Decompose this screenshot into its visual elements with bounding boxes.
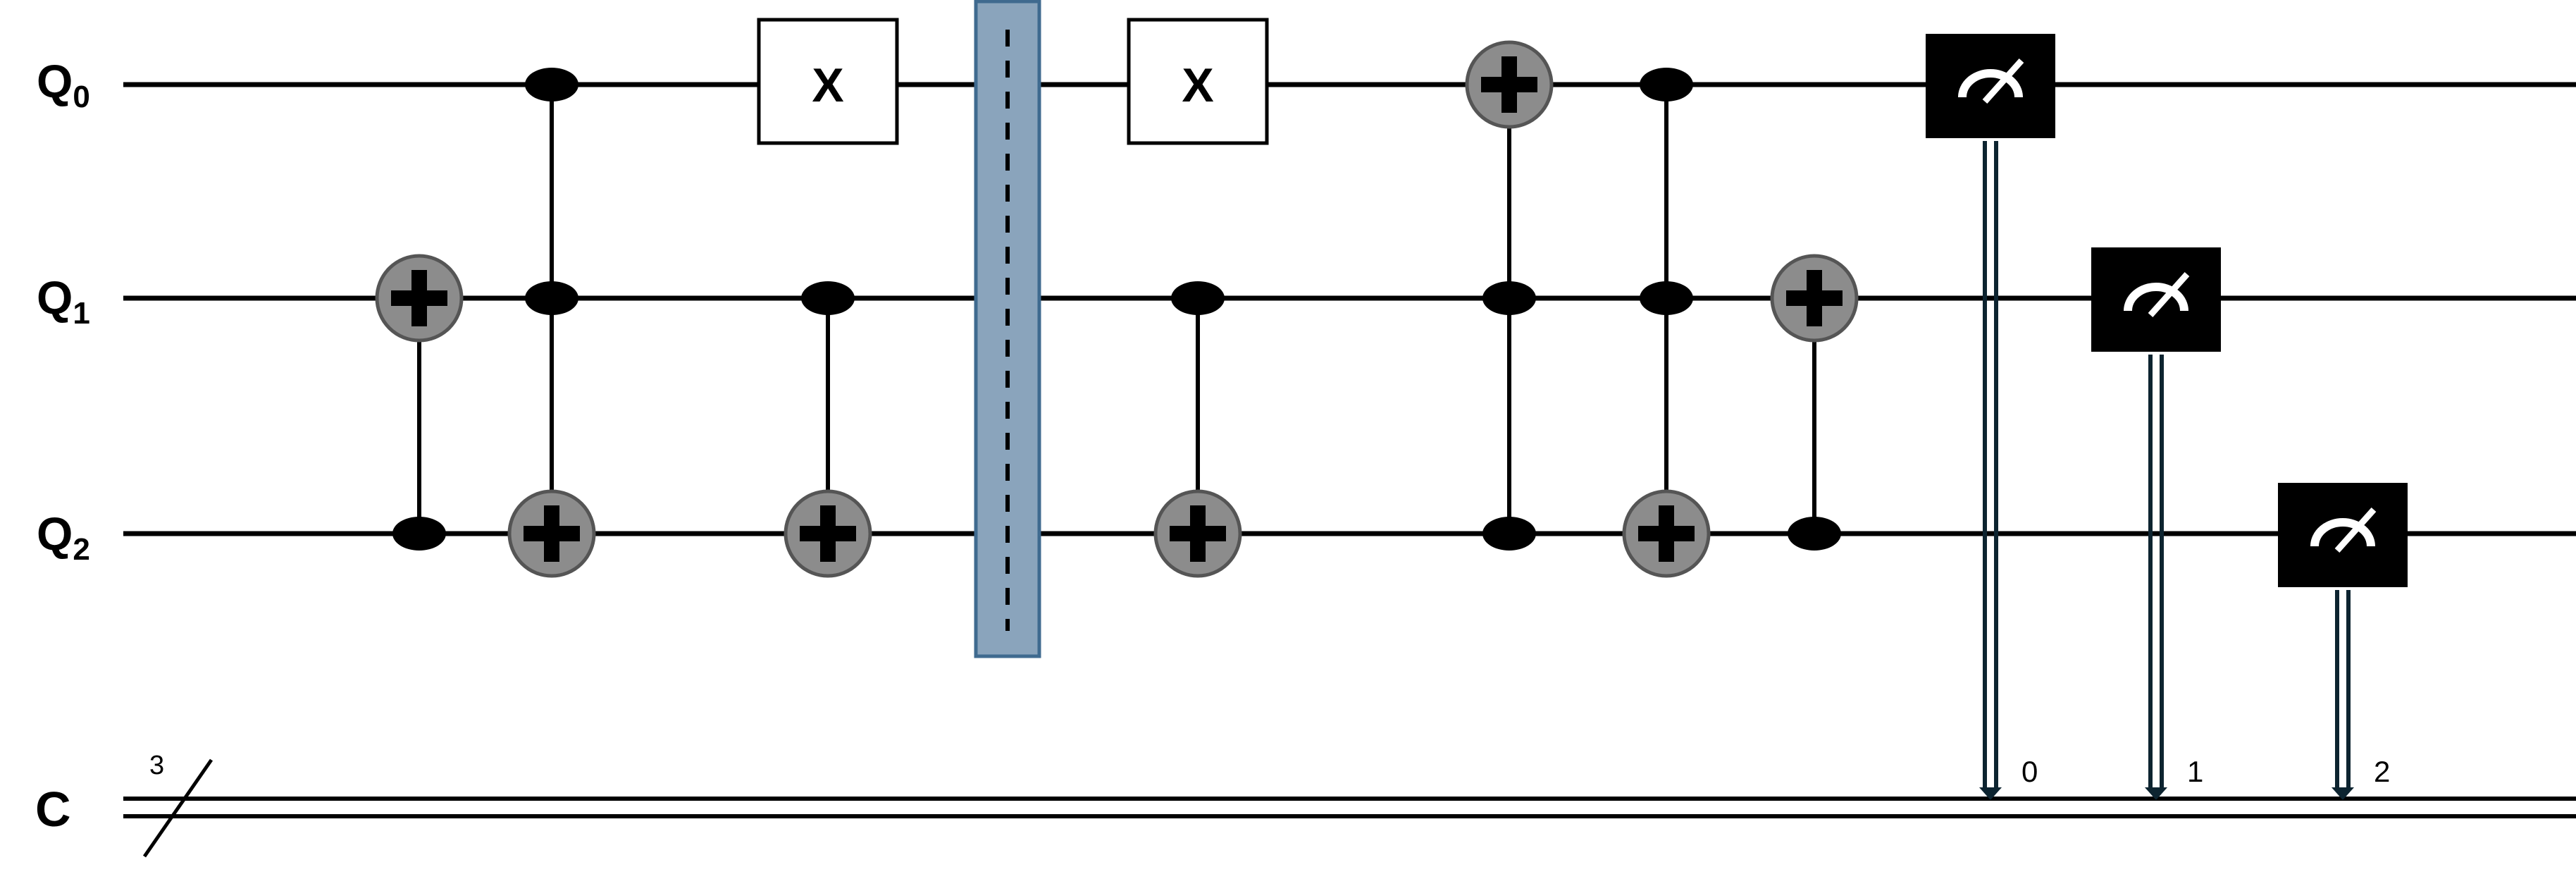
toffoli-gate-8 (1622, 68, 1711, 578)
meter-needle-icon (2148, 271, 2190, 318)
target-plus-horizontal (1786, 290, 1843, 306)
measure-arrowhead (2145, 787, 2167, 800)
control-dot (801, 281, 855, 315)
gates: X X 0 1 2 (375, 0, 2408, 800)
qubit-label-q2: Q2 (37, 508, 90, 567)
meter-arc-icon (1958, 69, 2023, 98)
target-plus-horizontal (800, 526, 856, 541)
control-dot (525, 281, 578, 315)
cnot-gate-9 (1770, 254, 1859, 551)
target-plus-horizontal (1481, 77, 1537, 92)
measure-box (2091, 247, 2221, 352)
classical-width-label: 3 (149, 751, 164, 780)
meter-needle-icon (2334, 507, 2377, 553)
measure-arrowhead (2332, 787, 2354, 800)
cnot-gate-3 (784, 281, 872, 578)
target-plus-icon (1622, 489, 1711, 578)
barrier-rect (974, 0, 1041, 658)
measure-arrowhead (1979, 787, 2002, 800)
target-plus-icon (1770, 254, 1859, 343)
target-plus-icon (507, 489, 596, 578)
classical-bit-label: 2 (2374, 755, 2390, 788)
target-plus-icon (1465, 40, 1554, 129)
control-dot (1640, 68, 1693, 102)
control-dot (1640, 281, 1693, 315)
qubit-label-q1: Q1 (37, 271, 90, 331)
x-gate-box (1127, 18, 1269, 145)
x-gate-label: X (812, 59, 843, 112)
measure-box (1926, 34, 2055, 138)
toffoli-gate-1 (507, 68, 596, 578)
target-plus-horizontal (391, 290, 447, 306)
measure-box (2278, 483, 2408, 587)
x-gate-5: X (1127, 18, 1269, 145)
wires (123, 82, 2576, 858)
target-plus-icon (784, 489, 872, 578)
x-gate-2: X (757, 18, 899, 145)
control-dot (392, 517, 446, 551)
cnot-gate-0 (375, 254, 464, 551)
target-plus-horizontal (1170, 526, 1226, 541)
target-plus-icon (1153, 489, 1242, 578)
target-plus-icon (375, 254, 464, 343)
target-plus-horizontal (524, 526, 580, 541)
toffoli-gate-7 (1465, 40, 1554, 551)
control-dot (1482, 517, 1536, 551)
cnot-gate-6 (1153, 281, 1242, 578)
meter-arc-icon (2124, 283, 2188, 312)
target-plus-horizontal (1638, 526, 1695, 541)
measure-gate-11: 1 (2091, 247, 2221, 800)
meter-needle-icon (1982, 58, 2024, 104)
control-dot (1171, 281, 1225, 315)
control-dot (1788, 517, 1841, 551)
qubit-label-q0: Q0 (37, 55, 90, 114)
meter-arc-icon (2310, 518, 2375, 547)
x-gate-label: X (1182, 59, 1213, 112)
x-gate-box (757, 18, 899, 145)
measure-gate-10: 0 (1926, 34, 2055, 800)
classical-bit-label: 0 (2021, 755, 2038, 788)
register-labels: Q0 Q1 Q2 C 3 (35, 55, 164, 837)
register-width-slash (142, 758, 213, 858)
control-dot (1482, 281, 1536, 315)
barrier-gate-4 (974, 0, 1041, 658)
classical-bit-label: 1 (2187, 755, 2203, 788)
classical-register-label: C (35, 782, 71, 837)
control-dot (525, 68, 578, 102)
measure-gate-12: 2 (2278, 483, 2408, 800)
